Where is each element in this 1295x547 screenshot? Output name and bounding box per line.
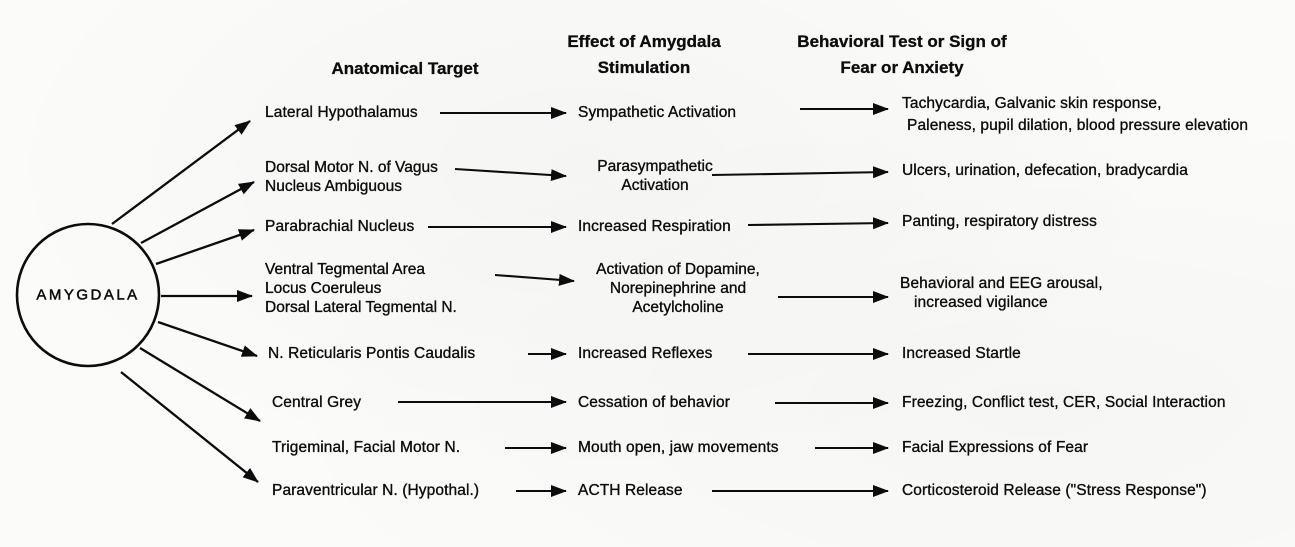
behavior-row8: Corticosteroid Release ("Stress Response…	[902, 482, 1207, 499]
header-line: Behavioral Test or Sign of	[797, 32, 1007, 51]
amygdala-output-arrows	[111, 120, 261, 483]
effect-increased-respiration: Increased Respiration	[578, 218, 731, 235]
arrow-row2-eb	[711, 166, 889, 179]
arrow-amygdala-parabrachial	[155, 228, 255, 266]
effect-increased-reflexes: Increased Reflexes	[578, 345, 713, 362]
arrow-amygdala-lateral-hypothalamus	[111, 120, 251, 225]
amygdala-node-circle	[15, 222, 161, 368]
effect-neuromodulator-activation: Activation of Dopamine, Norepinephrine a…	[596, 260, 760, 317]
behavior-row4-line1: Behavioral and EEG arousal,	[900, 275, 1103, 292]
target-lateral-hypothalamus: Lateral Hypothalamus	[265, 104, 418, 121]
arrow-row4-te	[494, 273, 575, 286]
effect-line: Activation of Dopamine,	[596, 261, 760, 278]
column-header-behavioral-test: Behavioral Test or Sign of Fear or Anxie…	[797, 29, 1007, 81]
header-line: Effect of Amygdala	[567, 32, 721, 51]
effect-line: Acetylcholine	[632, 299, 724, 316]
arrow-amygdala-nucleus-ambiguous	[140, 180, 255, 245]
behavior-row3: Panting, respiratory distress	[902, 213, 1098, 230]
behavior-row5: Increased Startle	[902, 345, 1021, 362]
target-vagus-ambiguous: Dorsal Motor N. of Vagus Nucleus Ambiguo…	[265, 158, 438, 196]
effect-sympathetic-activation: Sympathetic Activation	[578, 104, 737, 121]
target-effect-arrows	[398, 107, 575, 497]
target-line: Dorsal Motor N. of Vagus	[265, 159, 438, 176]
effect-acth-release: ACTH Release	[578, 482, 683, 499]
behavior-row1-line2: Paleness, pupil dilation, blood pressure…	[907, 117, 1249, 134]
header-line: Stimulation	[597, 58, 691, 77]
arrow-amygdala-reticularis	[157, 320, 258, 358]
amygdala-node-label: AMYGDALA	[36, 286, 140, 304]
behavior-row1-line1: Tachycardia, Galvanic skin response,	[902, 95, 1162, 112]
effect-line: Parasympathetic	[597, 158, 713, 175]
effect-parasympathetic-activation: Parasympathetic Activation	[597, 157, 713, 195]
effect-line: Norepinephrine and	[609, 280, 747, 297]
target-line: Ventral Tegmental Area	[265, 261, 425, 278]
target-line: Locus Coeruleus	[265, 280, 382, 297]
target-parabrachial-nucleus: Parabrachial Nucleus	[265, 218, 415, 235]
effect-behavior-arrows	[711, 103, 889, 497]
behavior-row6: Freezing, Conflict test, CER, Social Int…	[902, 394, 1226, 411]
arrow-row3-eb	[747, 217, 889, 230]
header-line: Fear or Anxiety	[840, 58, 964, 77]
target-line: Nucleus Ambiguous	[265, 178, 402, 195]
behavior-row2: Ulcers, urination, defecation, bradycard…	[902, 162, 1188, 179]
effect-mouth-open-jaw-movements: Mouth open, jaw movements	[578, 439, 779, 456]
effect-line: Activation	[621, 177, 689, 194]
header-line: Anatomical Target	[331, 59, 479, 78]
column-header-effect-of-stimulation: Effect of Amygdala Stimulation	[567, 29, 721, 81]
column-header-anatomical-target: Anatomical Target	[331, 56, 478, 82]
behavior-row7: Facial Expressions of Fear	[902, 439, 1089, 456]
effect-cessation-of-behavior: Cessation of behavior	[578, 394, 731, 411]
target-reticularis-pontis-caudalis: N. Reticularis Pontis Caudalis	[268, 345, 476, 362]
target-paraventricular-n: Paraventricular N. (Hypothal.)	[272, 482, 480, 499]
behavior-row4-line2: increased vigilance	[914, 294, 1048, 311]
target-vta-lc-dltn: Ventral Tegmental Area Locus Coeruleus D…	[265, 260, 457, 317]
target-line: Dorsal Lateral Tegmental N.	[265, 299, 457, 316]
target-trigeminal-facial-motor: Trigeminal, Facial Motor N.	[272, 439, 461, 456]
arrow-amygdala-paraventricular	[120, 371, 259, 483]
target-central-grey: Central Grey	[272, 394, 362, 411]
arrow-row2-te	[454, 167, 567, 182]
arrow-amygdala-central-grey	[139, 347, 261, 422]
